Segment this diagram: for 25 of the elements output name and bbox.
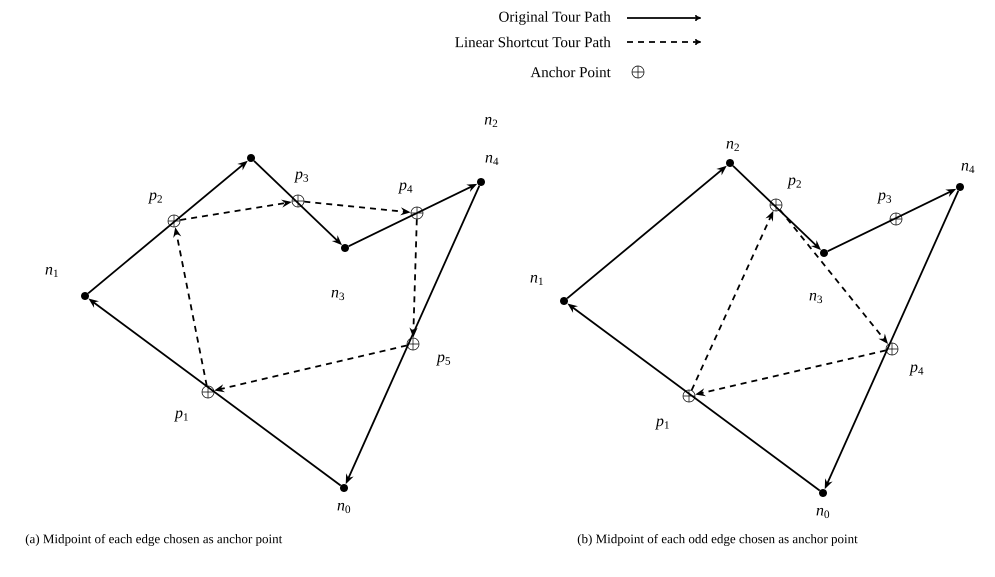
- point-label: n$_{4}$: [486, 154, 498, 166]
- point-label: n$_{4}$: [962, 162, 974, 174]
- point-label: n$_{3}$: [332, 290, 344, 300]
- legend-label: Anchor Point: [530, 66, 611, 78]
- point-label: p$_{4}$: [398, 182, 412, 194]
- point-label: n$_{0}$: [816, 508, 830, 518]
- point-label: n$_{2}$: [484, 116, 498, 128]
- point-label: n$_{3}$: [810, 292, 822, 304]
- point-label: p$_{2}$: [787, 178, 801, 188]
- point-label: n$_{1}$: [46, 266, 58, 278]
- point-label: p$_{2}$: [148, 192, 162, 204]
- point-label: p$_{1}$: [174, 410, 188, 422]
- point-label: p$_{3}$: [294, 172, 308, 182]
- point-label: p$_{5}$: [436, 354, 450, 366]
- point-label: p$_{4}$: [909, 364, 924, 376]
- caption: (a) Midpoint of each edge chosen as anchor point: [26, 534, 282, 546]
- legend-label: Original Tour Path: [499, 11, 611, 25]
- point-label: p$_{3}$: [877, 192, 892, 204]
- dot: [247, 154, 255, 162]
- point-label: n$_{2}$: [726, 140, 739, 152]
- point-label: n$_{0}$: [338, 502, 350, 514]
- caption: (b) Midpoint of each odd edge chosen as anchor point: [578, 534, 858, 546]
- point-label: n$_{1}$: [530, 274, 543, 286]
- legend-label: Linear Shortcut Tour Path: [455, 36, 611, 48]
- point-label: p$_{1}$: [655, 418, 669, 430]
